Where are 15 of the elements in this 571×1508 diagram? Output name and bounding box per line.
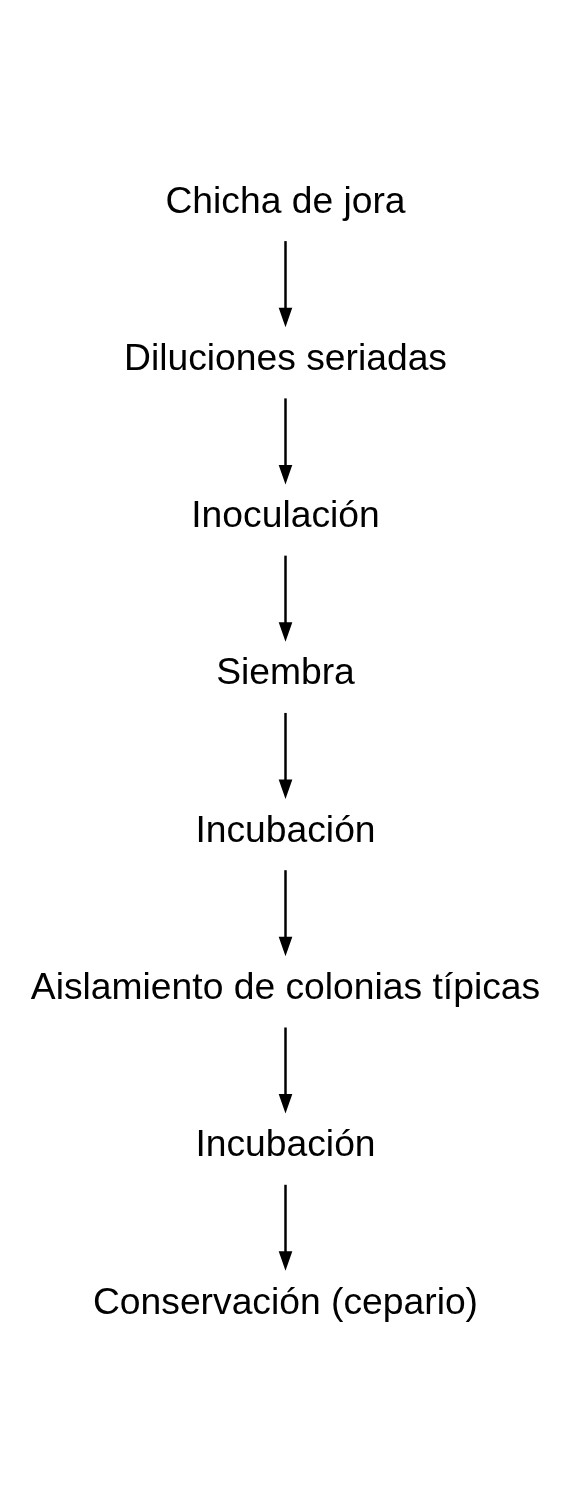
arrow bbox=[278, 241, 293, 328]
node-text: Chicha de jora bbox=[165, 178, 406, 221]
node-text: Incubación bbox=[195, 807, 376, 850]
node-text: Siembra bbox=[216, 650, 355, 693]
arrow bbox=[278, 1027, 293, 1114]
arrow bbox=[278, 1184, 293, 1271]
node-text: Diluciones seriadas bbox=[124, 335, 447, 378]
node-text: Conservación (cepario) bbox=[92, 1279, 479, 1322]
arrow bbox=[278, 398, 293, 485]
node-text: Inoculación bbox=[191, 493, 380, 536]
arrow bbox=[278, 870, 293, 957]
node-text: Incubación bbox=[195, 1122, 376, 1165]
arrow bbox=[278, 555, 293, 642]
node-text: Aislamiento de colonias típicas bbox=[30, 965, 541, 1008]
arrow bbox=[278, 712, 293, 799]
